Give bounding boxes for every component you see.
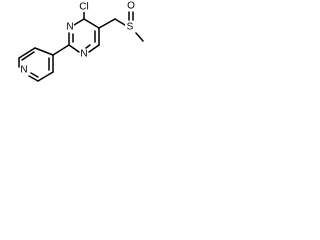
bond-n1-c2-inner: [85, 44, 91, 49]
oxygen-label: O: [127, 1, 135, 12]
bond-c6-ch2: [98, 18, 116, 29]
cl-label-bg: [77, 2, 91, 12]
n1-label-bg: [80, 49, 88, 59]
bond-c2-pyridine: [52, 44, 70, 56]
sulfur-label: S: [127, 22, 134, 33]
n3-label-bg: [66, 22, 74, 32]
oxygen-label-bg: [126, 1, 136, 11]
pyrimidine-nitrogen-label-1: N: [66, 22, 73, 33]
pyridine-nitrogen-label: N: [20, 65, 27, 76]
bond-ch2-s: [114, 18, 126, 26]
bonds: [18, 11, 144, 82]
bond-n1-c2: [68, 44, 80, 53]
bond-py-c3-n: [28, 75, 39, 82]
pyridine-n-label-bg: [20, 65, 28, 75]
bond-py-inner-3: [21, 51, 35, 61]
molecule-svg: Cl N N N S O: [18, 1, 144, 82]
bond-py-c5-c6: [18, 47, 36, 59]
bond-s-ch3: [135, 32, 144, 42]
bond-py-c6-c1: [34, 47, 54, 56]
atom-labels: Cl N N N S O: [20, 1, 136, 76]
bond-c6-n1: [88, 44, 100, 53]
pyrimidine-nitrogen-label-2: N: [80, 49, 87, 60]
bond-py-inner-2: [30, 72, 39, 78]
chemical-structure-diagram: Cl N N N S O: [0, 0, 144, 98]
bond-n3-c4: [73, 18, 85, 26]
bond-c4-c5: [83, 18, 100, 29]
bond-py-c2-c3: [37, 71, 54, 82]
chlorine-label: Cl: [79, 2, 88, 13]
sulfur-label-bg: [125, 22, 135, 32]
